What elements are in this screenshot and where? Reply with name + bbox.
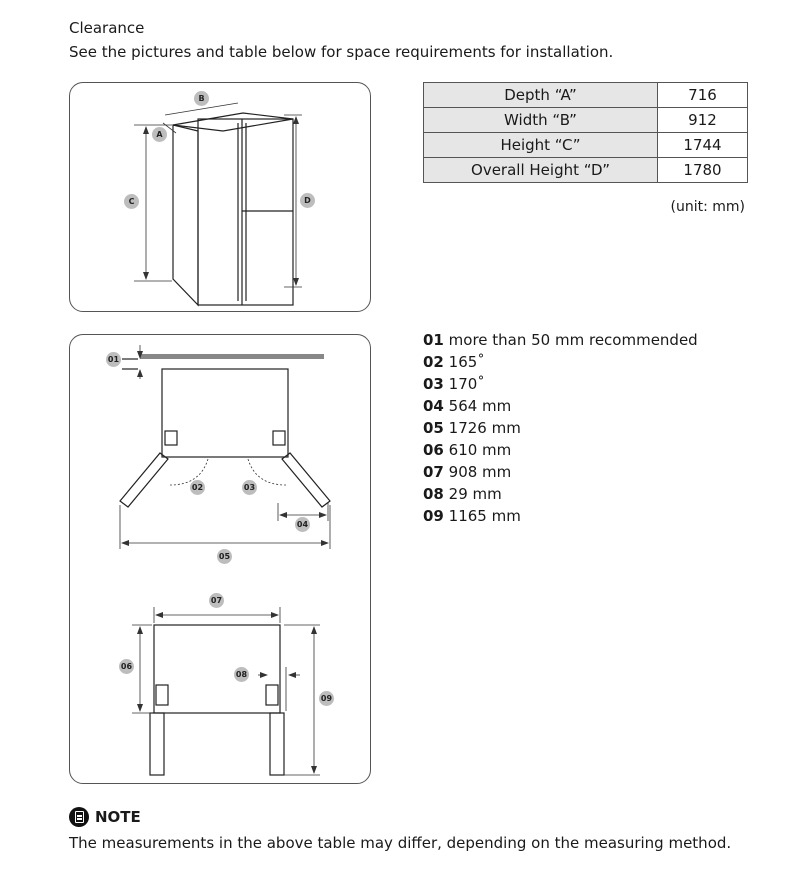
dimension-c-badge: C [124,194,139,209]
list-item-text: more than 50 mm recommended [448,331,698,349]
table-value-cell: 716 [657,82,748,108]
table-label-cell: Overall Height “D” [423,157,658,183]
dimensions-table: Depth “A” 716 Width “B” 912 Height “C” 1… [423,82,748,183]
list-item-number: 07 [423,463,444,481]
door-swing-drawing [119,345,331,776]
table-label-cell: Depth “A” [423,82,658,108]
list-item-text: 170˚ [448,375,485,393]
table-value-cell: 1744 [657,132,748,158]
door-clearance-diagram: 01 02 03 04 05 06 07 08 09 [69,334,371,784]
note-icon [69,807,89,827]
dimension-a-badge: A [152,127,167,142]
list-item-text: 1165 mm [448,507,521,525]
measurement-06-badge: 06 [119,659,134,674]
table-value-cell: 912 [657,107,748,133]
measurement-08-badge: 08 [234,667,249,682]
list-item-number: 04 [423,397,444,415]
list-item: 05 1726 mm [423,417,698,439]
measurement-03-badge: 03 [242,480,257,495]
list-item: 03 170˚ [423,373,698,395]
unit-note: (unit: mm) [670,199,746,215]
note-title: NOTE [95,808,141,826]
list-item-text: 29 mm [448,485,502,503]
list-item: 09 1165 mm [423,505,698,527]
list-item: 04 564 mm [423,395,698,417]
table-label-cell: Width “B” [423,107,658,133]
table-row: Width “B” 912 [423,107,748,133]
table-row: Depth “A” 716 [423,82,748,108]
measurement-04-badge: 04 [295,517,310,532]
measurement-02-badge: 02 [190,480,205,495]
list-item-number: 02 [423,353,444,371]
measurement-07-badge: 07 [209,593,224,608]
measurement-01-badge: 01 [106,352,121,367]
note-text: The measurements in the above table may … [69,834,732,852]
list-item-number: 06 [423,441,444,459]
dimension-d-badge: D [300,193,315,208]
list-item-text: 165˚ [448,353,485,371]
measurement-09-badge: 09 [319,691,334,706]
table-label-cell: Height “C” [423,132,658,158]
list-item-number: 01 [423,331,444,349]
measurement-list: 01 more than 50 mm recommended 02 165˚ 0… [423,329,698,527]
list-item: 06 610 mm [423,439,698,461]
measurement-05-badge: 05 [217,549,232,564]
table-value-cell: 1780 [657,157,748,183]
list-item-number: 05 [423,419,444,437]
dimension-b-badge: B [194,91,209,106]
wall-line [140,354,324,359]
list-item: 02 165˚ [423,351,698,373]
list-item: 01 more than 50 mm recommended [423,329,698,351]
list-item-text: 610 mm [448,441,512,459]
list-item-number: 08 [423,485,444,503]
list-item: 08 29 mm [423,483,698,505]
list-item-number: 09 [423,507,444,525]
fridge-dimensions-diagram: B A C D [69,82,371,312]
intro-text: See the pictures and table below for spa… [69,43,614,61]
list-item-number: 03 [423,375,444,393]
list-item: 07 908 mm [423,461,698,483]
list-item-text: 908 mm [448,463,512,481]
section-title: Clearance [69,19,145,37]
list-item-text: 564 mm [448,397,512,415]
fridge-outline-drawing [134,102,302,307]
list-item-text: 1726 mm [448,419,521,437]
table-row: Overall Height “D” 1780 [423,157,748,183]
note-heading: NOTE [69,807,141,827]
table-row: Height “C” 1744 [423,132,748,158]
